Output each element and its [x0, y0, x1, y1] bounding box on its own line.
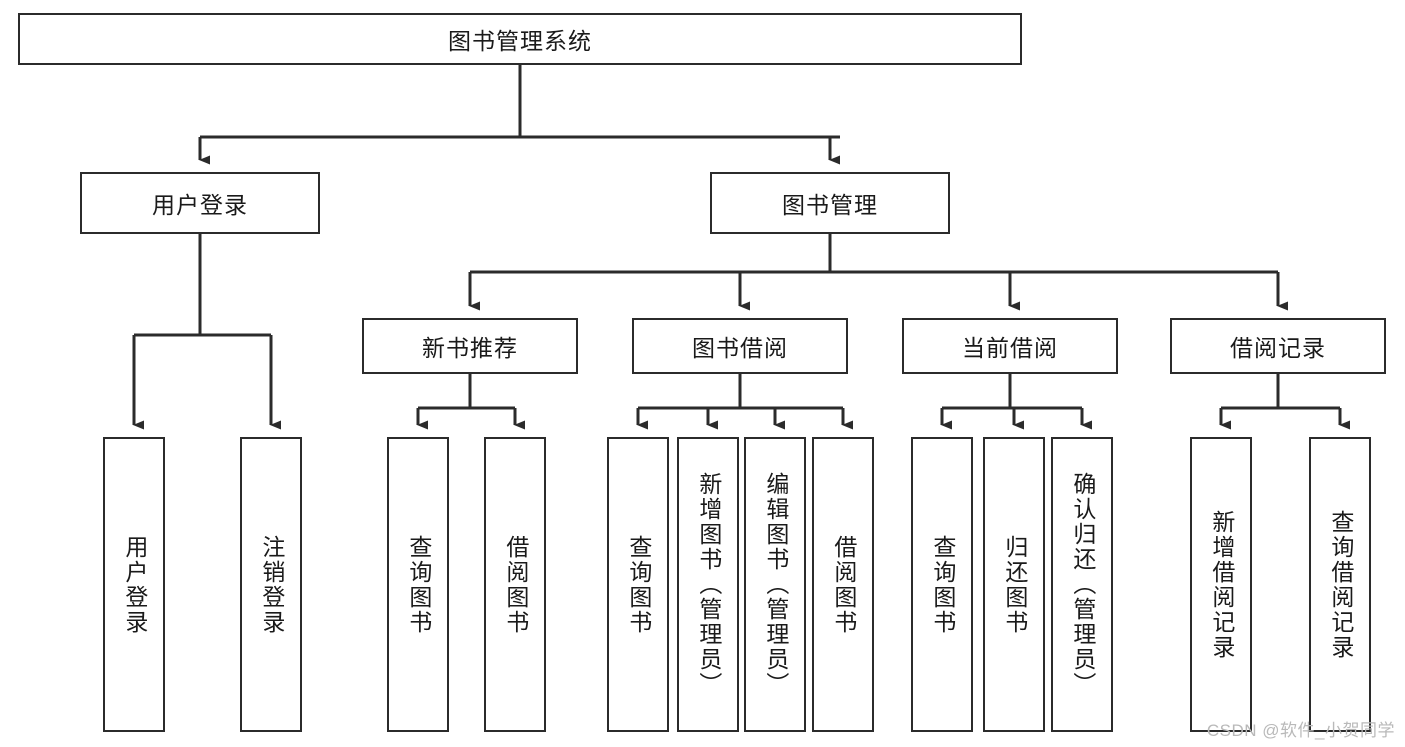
node-leaf-query-book-2-label: 查询图书 — [625, 534, 652, 635]
node-leaf-confirm-return-label: 确认归还（管理员） — [1069, 472, 1096, 697]
node-user-login[interactable]: 用户登录 — [80, 172, 320, 234]
connector-group-current-borrow — [940, 374, 1092, 430]
node-leaf-borrow-book-2-label: 借阅图书 — [830, 534, 857, 635]
node-root-label: 图书管理系统 — [448, 28, 592, 54]
node-new-book-recommend[interactable]: 新书推荐 — [362, 318, 578, 374]
node-book-manage[interactable]: 图书管理 — [710, 172, 950, 234]
node-leaf-query-book-2[interactable]: 查询图书 — [607, 437, 669, 732]
node-leaf-edit-book-label: 编辑图书（管理员） — [762, 472, 789, 697]
node-borrow-record-label: 借阅记录 — [1230, 335, 1326, 361]
node-leaf-add-book[interactable]: 新增图书（管理员） — [677, 437, 739, 732]
node-leaf-user-logout-label: 注销登录 — [258, 534, 285, 635]
node-current-borrow[interactable]: 当前借阅 — [902, 318, 1118, 374]
node-leaf-edit-book[interactable]: 编辑图书（管理员） — [744, 437, 806, 732]
node-new-book-recommend-label: 新书推荐 — [422, 335, 518, 361]
node-leaf-query-book-1-label: 查询图书 — [405, 534, 432, 635]
node-leaf-add-record-label: 新增借阅记录 — [1208, 509, 1235, 660]
node-root[interactable]: 图书管理系统 — [18, 13, 1022, 65]
connector-group-root — [198, 65, 840, 165]
node-leaf-return-book[interactable]: 归还图书 — [983, 437, 1045, 732]
node-leaf-user-login-label: 用户登录 — [121, 534, 148, 635]
node-leaf-borrow-book-1[interactable]: 借阅图书 — [484, 437, 546, 732]
node-leaf-user-login[interactable]: 用户登录 — [103, 437, 165, 732]
node-leaf-query-record-label: 查询借阅记录 — [1327, 509, 1354, 660]
connector-group-borrow-record — [1219, 374, 1350, 430]
node-leaf-query-book-3-label: 查询图书 — [929, 534, 956, 635]
node-leaf-return-book-label: 归还图书 — [1001, 534, 1028, 635]
node-leaf-borrow-book-1-label: 借阅图书 — [502, 534, 529, 635]
csdn-watermark: CSDN @软件_小贺同学 — [1206, 721, 1395, 740]
node-leaf-confirm-return[interactable]: 确认归还（管理员） — [1051, 437, 1113, 732]
connector-group-book-borrow — [636, 374, 853, 430]
node-leaf-query-book-1[interactable]: 查询图书 — [387, 437, 449, 732]
node-book-manage-label: 图书管理 — [782, 192, 878, 218]
node-book-borrow[interactable]: 图书借阅 — [632, 318, 848, 374]
node-leaf-add-book-label: 新增图书（管理员） — [695, 472, 722, 697]
node-leaf-add-record[interactable]: 新增借阅记录 — [1190, 437, 1252, 732]
node-leaf-query-book-3[interactable]: 查询图书 — [911, 437, 973, 732]
node-current-borrow-label: 当前借阅 — [962, 335, 1058, 361]
connector-group-book-manage — [468, 234, 1288, 311]
node-user-login-label: 用户登录 — [152, 192, 248, 218]
node-leaf-borrow-book-2[interactable]: 借阅图书 — [812, 437, 874, 732]
node-book-borrow-label: 图书借阅 — [692, 335, 788, 361]
connector-group-new-book-recommend — [416, 374, 525, 430]
node-leaf-query-record[interactable]: 查询借阅记录 — [1309, 437, 1371, 732]
node-borrow-record[interactable]: 借阅记录 — [1170, 318, 1386, 374]
node-leaf-user-logout[interactable]: 注销登录 — [240, 437, 302, 732]
connector-group-user-login — [132, 234, 281, 430]
